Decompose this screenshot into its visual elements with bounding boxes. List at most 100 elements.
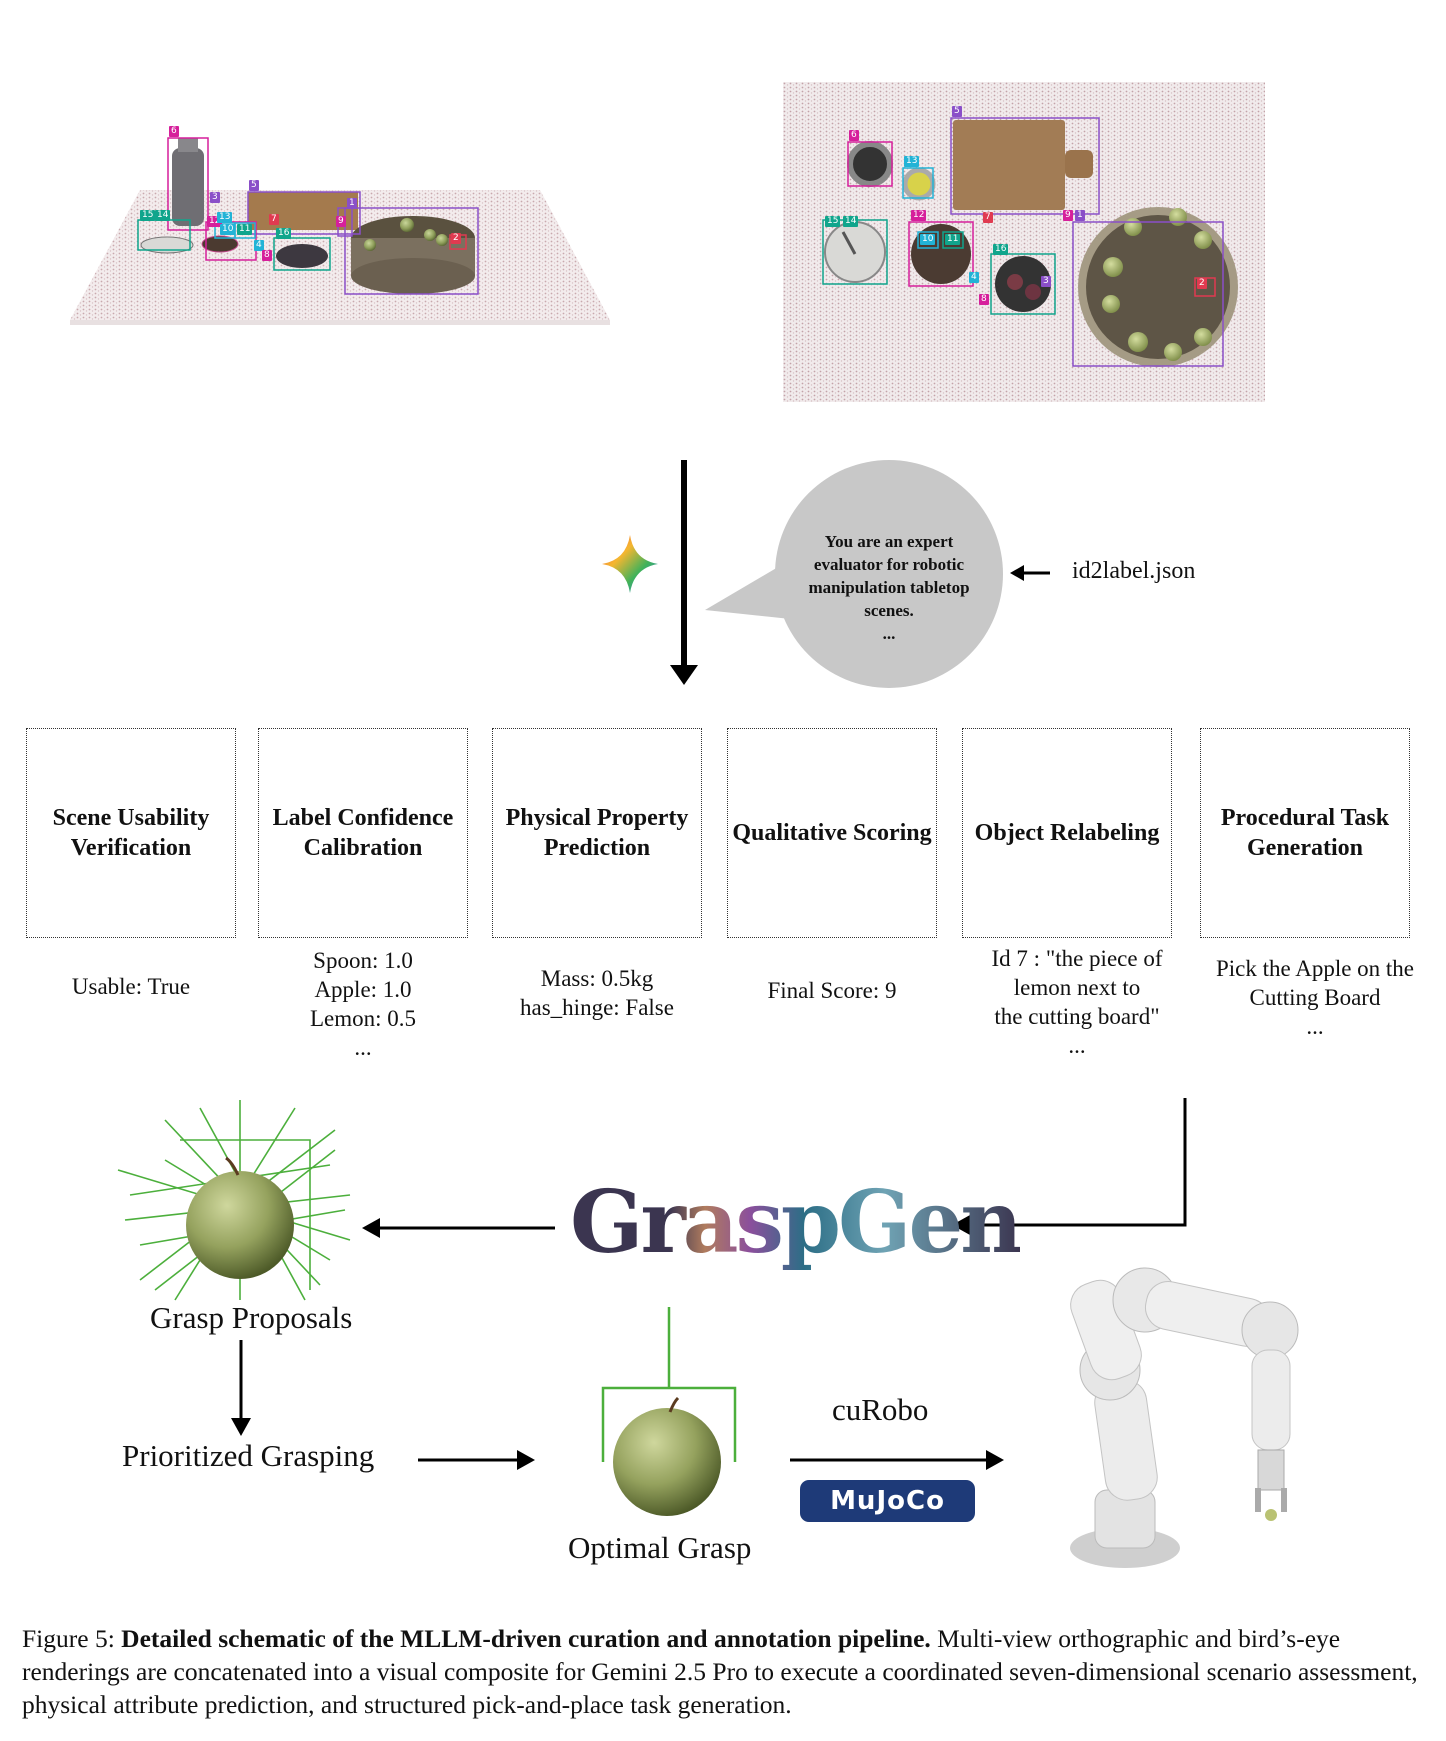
bbox-tag: 8 xyxy=(979,294,989,305)
bbox-tag: 7 xyxy=(983,212,993,223)
step-output-qualitative-scoring: Final Score: 9 xyxy=(707,976,957,1005)
birds-eye-scene xyxy=(783,82,1265,402)
robot-arm-image xyxy=(1070,1267,1299,1568)
step-output-label-confidence: Spoon: 1.0 Apple: 1.0 Lemon: 0.5 ... xyxy=(238,946,488,1062)
bbox-tag: 1 xyxy=(1075,210,1085,221)
grasp-proposals-image xyxy=(117,1100,351,1301)
output-line: Apple: 1.0 xyxy=(314,977,412,1002)
step-title: Object Relabeling xyxy=(974,820,1160,846)
output-line: has_hinge: False xyxy=(520,995,674,1020)
bottle-top xyxy=(847,141,893,187)
side-view-render: 6 5 3 15 14 12 13 11 16 10 4 8 7 1 2 9 xyxy=(70,120,610,370)
bowl-grapes xyxy=(276,244,328,268)
step-output-physical-property: Mass: 0.5kg has_hinge: False xyxy=(472,964,722,1022)
elbow-arrow xyxy=(960,1098,1187,1227)
step-box-scene-usability: Scene Usability Verification xyxy=(26,728,236,938)
bbox-tag: 6 xyxy=(169,126,179,137)
prompt-line: manipulation tabletop xyxy=(808,578,970,597)
output-line: the cutting board" xyxy=(994,1004,1160,1029)
output-line: Pick the Apple on the xyxy=(1215,956,1415,981)
step-box-object-relabeling: Object Relabeling xyxy=(962,728,1172,938)
prompt-line: scenes. xyxy=(864,601,914,620)
step-output-scene-usability: Usable: True xyxy=(6,972,256,1001)
bbox-tag: 4 xyxy=(969,272,979,283)
step-title: Procedural Task Generation xyxy=(1220,805,1390,861)
bbox-tag: 11 xyxy=(945,234,961,245)
optimal-grasp-image xyxy=(601,1307,737,1516)
mujoco-badge: MuJoCo xyxy=(800,1480,975,1522)
bbox-tag: 14 xyxy=(843,216,859,227)
tablecloth xyxy=(70,190,610,320)
caption-bold: Detailed schematic of the MLLM-driven cu… xyxy=(121,1624,931,1653)
bbox-tag: 2 xyxy=(451,233,461,244)
bowl-small xyxy=(201,235,239,253)
graspgen-logo: GraspGen xyxy=(570,1178,1023,1268)
prioritized-to-optimal-arrow xyxy=(517,1450,535,1470)
bbox-tag: 12 xyxy=(207,216,223,227)
step-box-task-generation: Procedural Task Generation xyxy=(1200,728,1410,938)
step-title: Scene Usability Verification xyxy=(52,805,210,861)
bbox-tag: 12 xyxy=(911,210,927,221)
bbox-tag: 9 xyxy=(336,216,346,227)
id2label-arrow xyxy=(1010,565,1024,581)
bbox-tag: 6 xyxy=(849,130,859,141)
bbox-tag: 5 xyxy=(952,106,962,117)
prompt-line: You are an expert xyxy=(824,532,954,551)
step-output-task-generation: Pick the Apple on the Cutting Board ... xyxy=(1190,954,1440,1041)
bottle xyxy=(172,148,204,226)
output-line: ... xyxy=(354,1035,372,1060)
bbox-tag: 15 xyxy=(825,216,841,227)
proposals-down-arrow xyxy=(231,1418,251,1436)
bbox-tag: 15 xyxy=(140,210,156,221)
bbox-tag: 14 xyxy=(155,210,171,221)
output-line: ... xyxy=(1068,1033,1086,1058)
figure-caption: Figure 5: Detailed schematic of the MLLM… xyxy=(22,1622,1430,1721)
plate xyxy=(140,236,194,254)
curobo-label: cuRobo xyxy=(832,1392,929,1427)
bbox-tag: 10 xyxy=(920,234,936,245)
optimal-grasp-label: Optimal Grasp xyxy=(568,1530,752,1565)
prioritized-grasping-label: Prioritized Grasping xyxy=(122,1438,375,1473)
step-box-qualitative-scoring: Qualitative Scoring xyxy=(727,728,937,938)
output-line: Id 7 : "the piece of xyxy=(991,946,1163,971)
output-line: Spoon: 1.0 xyxy=(313,948,413,973)
bbox-tag: 5 xyxy=(249,180,259,191)
bbox-tag: 11 xyxy=(237,224,253,235)
output-line: Cutting Board xyxy=(1249,985,1381,1010)
cutting-board xyxy=(953,120,1065,210)
bbox-tag: 4 xyxy=(254,240,264,251)
bbox-tag: 3 xyxy=(210,192,220,203)
output-line: Usable: True xyxy=(71,974,191,999)
output-line: Final Score: 9 xyxy=(767,978,897,1003)
prompt-bubble-text: You are an expert evaluator for robotic … xyxy=(775,530,1003,645)
step-title: Label Confidence Calibration xyxy=(272,805,454,861)
grasp-proposals-label: Grasp Proposals xyxy=(150,1300,353,1335)
bbox-tag: 3 xyxy=(1041,276,1051,287)
bbox-tag: 16 xyxy=(993,244,1009,255)
step-title: Physical Property Prediction xyxy=(505,805,689,861)
bbox-tag: 13 xyxy=(217,212,233,223)
output-line: Mass: 0.5kg xyxy=(540,966,654,991)
bbox-tag: 13 xyxy=(904,156,920,167)
caption-body: Multi-view orthographic and bird’s-eye r… xyxy=(22,1624,1418,1719)
output-line: Lemon: 0.5 xyxy=(309,1006,417,1031)
prompt-bubble xyxy=(775,460,1003,688)
bbox-tag: 10 xyxy=(220,224,236,235)
caption-prefix: Figure 5: xyxy=(22,1624,122,1653)
prompt-line: evaluator for robotic xyxy=(813,555,965,574)
output-line: lemon next to xyxy=(1013,975,1141,1000)
bbox-tag: 7 xyxy=(269,214,279,225)
bbox-tag: 16 xyxy=(276,228,292,239)
birds-eye-render: 6 5 13 12 15 14 10 11 16 4 8 7 3 1 9 2 xyxy=(783,82,1265,402)
id2label-file-label: id2label.json xyxy=(1072,558,1196,584)
graspgen-logo-text: GraspGen xyxy=(570,1172,1023,1273)
step-output-object-relabeling: Id 7 : "the piece of lemon next to the c… xyxy=(952,944,1202,1060)
prompt-line: ... xyxy=(882,624,896,643)
output-line: ... xyxy=(1306,1014,1324,1039)
optimal-to-robot-arrow xyxy=(986,1450,1004,1470)
graspgen-to-proposals-arrow xyxy=(362,1218,380,1238)
bbox-tag: 9 xyxy=(1063,210,1073,221)
step-title: Qualitative Scoring xyxy=(732,820,932,846)
gemini-sparkle-icon xyxy=(602,535,658,593)
